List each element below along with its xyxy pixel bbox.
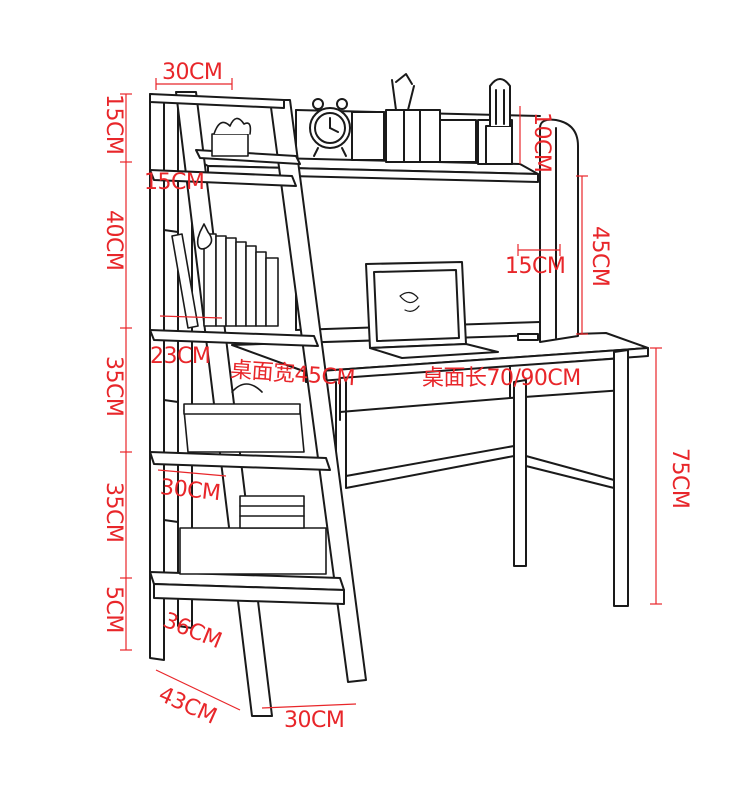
label-desk-length: 桌面长70/90CM <box>422 366 581 391</box>
label-hutch-height: 45CM <box>587 226 612 287</box>
lower-boxes <box>179 495 327 575</box>
cactus-plant <box>485 78 513 165</box>
potted-plant <box>211 117 252 157</box>
clock <box>309 98 351 157</box>
cat-figure <box>196 223 213 250</box>
label-hutch-height-small: 10CM <box>529 112 554 173</box>
dimension-lines <box>120 78 662 711</box>
desk <box>231 332 649 607</box>
label-shelf-depth-middle: 23CM <box>150 344 211 369</box>
label-middle-shelf-height: 35CM <box>101 356 126 417</box>
pen-holder <box>385 73 441 163</box>
label-upper-shelf-height: 40CM <box>101 210 126 271</box>
books <box>171 233 279 329</box>
label-hutch-depth: 15CM <box>505 254 566 279</box>
label-lower-shelf-height: 35CM <box>101 482 126 543</box>
label-desk-height: 75CM <box>667 448 692 509</box>
label-shelf-depth-lower: 30CM <box>158 474 222 507</box>
label-shelf-depth-upper: 15CM <box>144 170 205 195</box>
laptop <box>365 261 539 359</box>
label-top-compartment-height: 15CM <box>101 94 126 155</box>
storage-bin <box>183 383 305 453</box>
label-base-height: 5CM <box>101 586 126 633</box>
label-ladder-width: 30CM <box>284 708 345 733</box>
label-shelf-top-width: 30CM <box>162 60 223 85</box>
